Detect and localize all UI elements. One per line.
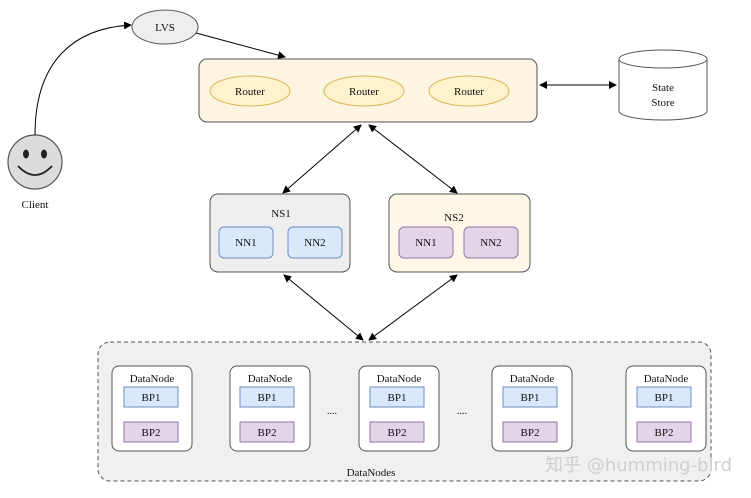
datanode-5-bp2: BP2 <box>655 427 674 439</box>
datanode-3-title: DataNode <box>377 373 422 385</box>
client-to-lvs-connector <box>34 21 132 136</box>
datanodes-label: DataNodes <box>347 467 396 479</box>
datanodes-group: DataNodes DataNode BP1 BP2 DataNode BP1 … <box>97 341 712 482</box>
lvs-label: LVS <box>155 22 175 34</box>
client: Client <box>7 134 63 211</box>
datanode-5: DataNode BP1 BP2 <box>625 365 707 452</box>
datanode-4-title: DataNode <box>510 373 555 385</box>
datanode-4-bp1: BP1 <box>521 392 540 404</box>
router-2-label: Router <box>349 86 379 98</box>
state-store-line1: State <box>652 82 674 94</box>
namespace-ns2: NS2 NN1 NN2 <box>388 193 531 273</box>
router-1: Router <box>209 75 291 107</box>
router-ns2-connector <box>368 124 458 194</box>
datanode-4: DataNode BP1 BP2 <box>491 365 573 452</box>
ellipsis-1: .... <box>327 406 337 417</box>
router-1-label: Router <box>235 86 265 98</box>
ns2-namenode-1: NN1 <box>398 226 454 259</box>
ns1-namenode-2: NN2 <box>287 226 343 259</box>
router-3: Router <box>428 75 510 107</box>
state-store-line2: Store <box>651 97 674 109</box>
ns2-datanodes-connector <box>368 274 458 341</box>
ellipsis-2: .... <box>457 406 467 417</box>
ns1-datanodes-connector <box>283 274 364 341</box>
datanode-2-title: DataNode <box>248 373 293 385</box>
router-group: Router Router Router <box>198 58 538 123</box>
datanode-1-bp1: BP1 <box>142 392 161 404</box>
ns1-nn1-label: NN1 <box>235 237 256 249</box>
datanode-2-bp2: BP2 <box>258 427 277 439</box>
datanode-1-bp2: BP2 <box>142 427 161 439</box>
namespace-ns1: NS1 NN1 NN2 <box>209 193 351 273</box>
datanode-3-bp1: BP1 <box>388 392 407 404</box>
ns1-title: NS1 <box>271 208 291 220</box>
router-3-label: Router <box>454 86 484 98</box>
datanode-1-title: DataNode <box>130 373 175 385</box>
datanode-5-bp1: BP1 <box>655 392 674 404</box>
ns2-nn1-label: NN1 <box>415 237 436 249</box>
datanode-4-bp2: BP2 <box>521 427 540 439</box>
state-store: State Store <box>618 49 708 121</box>
datanode-2: DataNode BP1 BP2 <box>229 365 311 452</box>
smiley-face-icon <box>7 134 63 190</box>
datanode-3: DataNode BP1 BP2 <box>358 365 440 452</box>
client-label: Client <box>22 199 49 211</box>
datanode-5-title: DataNode <box>644 373 689 385</box>
datanode-3-bp2: BP2 <box>388 427 407 439</box>
ns2-nn2-label: NN2 <box>480 237 501 249</box>
watermark-text: 知乎 @humming-bird <box>545 455 732 476</box>
datanode-1: DataNode BP1 BP2 <box>111 365 193 452</box>
router-ns1-connector <box>282 124 362 194</box>
ns2-title: NS2 <box>444 212 464 224</box>
ns1-namenode-1: NN1 <box>218 226 274 259</box>
lvs-to-router-connector <box>195 32 286 60</box>
lvs-node: LVS <box>131 9 199 45</box>
datanode-2-bp1: BP1 <box>258 392 277 404</box>
router-2: Router <box>323 75 405 107</box>
ns2-namenode-2: NN2 <box>463 226 519 259</box>
ns1-nn2-label: NN2 <box>304 237 325 249</box>
database-cylinder-icon <box>618 49 708 121</box>
